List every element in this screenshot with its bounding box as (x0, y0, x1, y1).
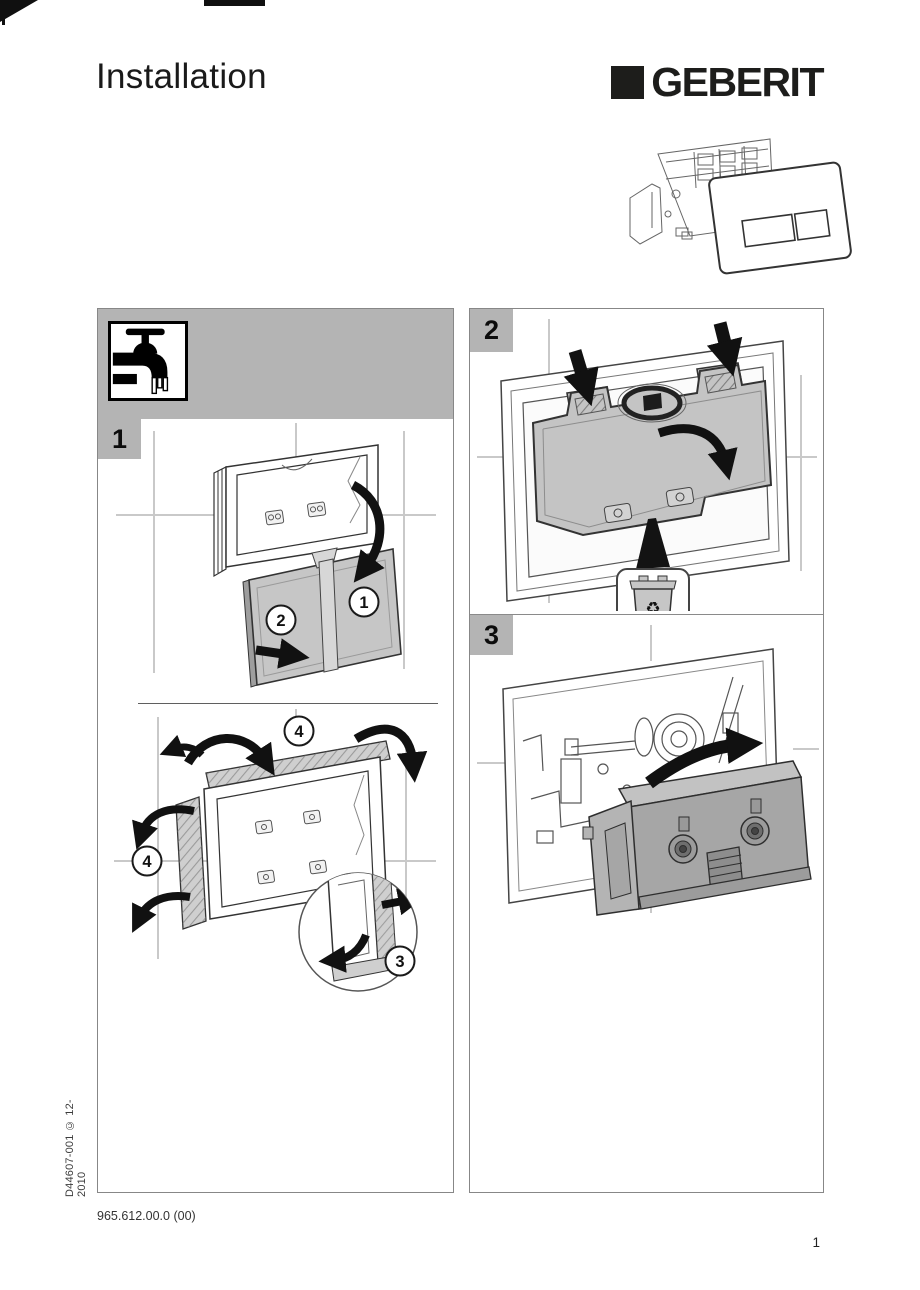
step3-label: 3 (470, 615, 513, 655)
recycle-symbol: ♻ (645, 599, 660, 611)
scan-artifact (2, 16, 5, 25)
callout-3: 3 (384, 945, 416, 977)
recycle-bin-icon: ♻ (616, 568, 690, 611)
arrows (255, 481, 385, 669)
document-code: D44607-001 © 12-2010 (64, 1099, 88, 1197)
logo-square-icon (611, 66, 645, 99)
scan-artifact (0, 9, 6, 13)
step1-divider (138, 703, 438, 704)
magnifier-detail: 3 (298, 872, 418, 992)
mounting-bracket (582, 760, 812, 916)
scan-artifact (204, 0, 265, 6)
page-title: Installation (96, 57, 267, 96)
callout-4-top: 4 (283, 715, 315, 747)
steps-divider (470, 614, 823, 615)
arrows (132, 724, 428, 933)
frame-box (213, 444, 379, 578)
step1-label: 1 (98, 419, 141, 459)
illustration-step3-mount-bracket (477, 625, 819, 916)
brand-name: GEBERIT (651, 59, 824, 105)
callout-2: 2 (265, 604, 297, 636)
steps23-panel: 2 (469, 308, 824, 1193)
svg-text:3: 3 (395, 953, 404, 971)
step1-panel: 1 (97, 308, 454, 1193)
svg-text:2: 2 (276, 612, 285, 630)
svg-text:4: 4 (294, 723, 304, 741)
illustration-step1-cover-removal: 2 1 (116, 423, 436, 688)
water-tap-icon (108, 321, 188, 401)
arrows (563, 321, 743, 569)
svg-text:1: 1 (359, 594, 368, 612)
cistern-mechanism (522, 676, 744, 844)
flush-plate (708, 161, 852, 275)
product-illustration (629, 138, 852, 275)
illustration-step1-strip-removal: 4 4 3 (114, 709, 436, 992)
illustration-step2-dispose-plate: ♻ (477, 319, 817, 611)
callout-4-left: 4 (131, 845, 163, 877)
page-number: 1 (812, 1235, 820, 1250)
geberit-logo: GEBERIT (611, 59, 824, 105)
svg-text:4: 4 (142, 853, 152, 871)
step2-label: 2 (470, 309, 513, 352)
step2-number: 2 (483, 315, 500, 345)
article-number: 965.612.00.0 (00) (97, 1209, 196, 1223)
step3-number: 3 (483, 619, 500, 650)
step1-number: 1 (111, 423, 128, 454)
rotate-arrow (645, 727, 764, 789)
callout-1: 1 (348, 586, 380, 618)
